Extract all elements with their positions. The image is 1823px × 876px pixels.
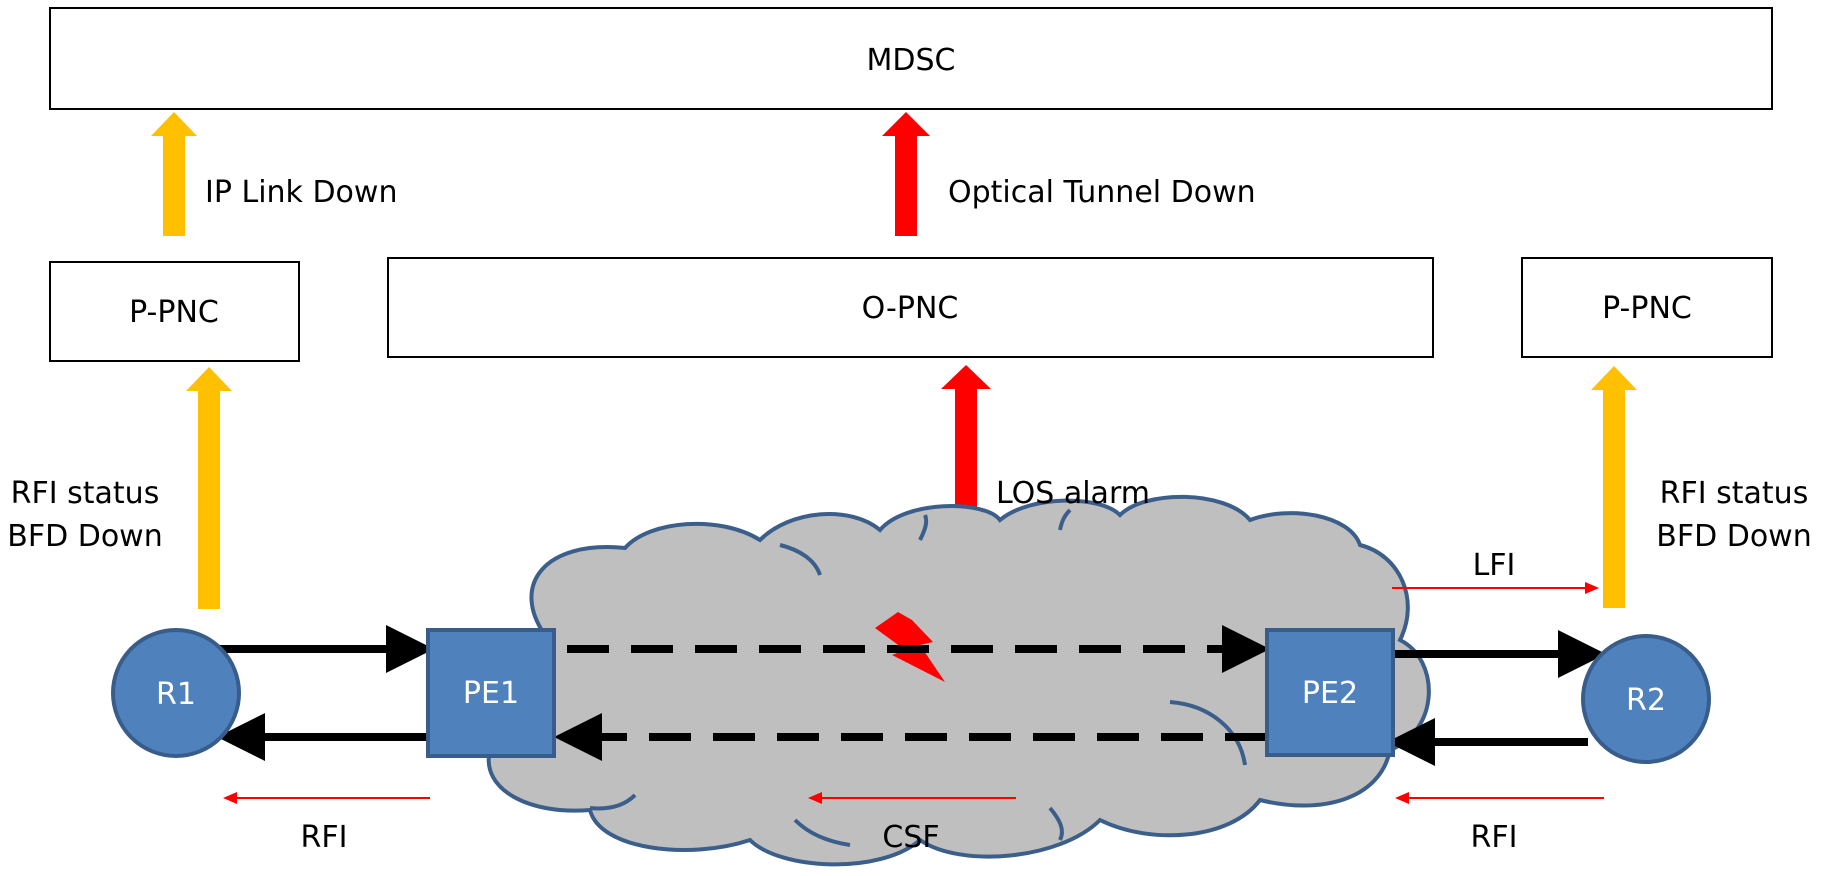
rfi-right-label: RFI — [1471, 820, 1518, 855]
csf-label: CSF — [882, 820, 939, 855]
o-pnc-box: O-PNC — [387, 257, 1434, 358]
pe1-label: PE1 — [463, 676, 519, 711]
p-pnc-right-label: P-PNC — [1602, 291, 1692, 326]
pe2-node: PE2 — [1265, 628, 1395, 757]
right-status-line-1: RFI status — [1660, 476, 1809, 511]
mdsc-box: MDSC — [49, 7, 1773, 110]
pe2-label: PE2 — [1302, 676, 1358, 711]
los-alarm-arrow — [941, 365, 991, 609]
mdsc-label: MDSC — [867, 43, 956, 78]
ip-link-down-label: IP Link Down — [205, 175, 397, 210]
ip-link-down-arrow — [151, 112, 197, 236]
o-pnc-label: O-PNC — [862, 291, 959, 326]
left-status-line-1: RFI status — [11, 476, 160, 511]
r1-label: R1 — [156, 677, 196, 712]
r2-label: R2 — [1626, 683, 1666, 718]
rfi-left-label: RFI — [301, 820, 348, 855]
lfi-label: LFI — [1473, 548, 1516, 583]
p-pnc-left-label: P-PNC — [129, 295, 219, 330]
left-status-arrow — [186, 367, 232, 609]
optical-cloud — [471, 494, 1431, 867]
pe1-node: PE1 — [426, 628, 556, 758]
r2-node: R2 — [1581, 634, 1711, 764]
optical-tunnel-down-arrow — [882, 112, 930, 236]
r1-node: R1 — [111, 628, 241, 758]
optical-tunnel-down-label: Optical Tunnel Down — [948, 175, 1256, 210]
right-status-line-2: BFD Down — [1656, 519, 1811, 554]
p-pnc-left-box: P-PNC — [49, 261, 300, 362]
los-alarm-label: LOS alarm — [996, 476, 1150, 511]
right-status-arrow — [1591, 366, 1637, 608]
left-status-line-2: BFD Down — [7, 519, 162, 554]
p-pnc-right-box: P-PNC — [1521, 257, 1773, 358]
